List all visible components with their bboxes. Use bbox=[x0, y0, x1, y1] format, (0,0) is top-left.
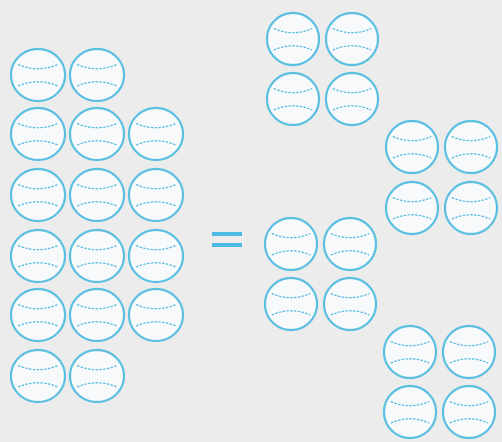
baseball-icon bbox=[326, 13, 378, 65]
baseball-icon bbox=[384, 326, 436, 378]
equals-bar bbox=[212, 232, 242, 236]
baseball-icon bbox=[265, 218, 317, 270]
baseball-icon bbox=[445, 121, 497, 173]
baseball-icon bbox=[384, 386, 436, 438]
baseball-icon bbox=[11, 108, 65, 160]
baseball-icon bbox=[386, 182, 438, 234]
baseball-icon bbox=[11, 230, 65, 282]
baseball-icon bbox=[129, 230, 183, 282]
baseball-icon bbox=[129, 289, 183, 341]
baseball-icon bbox=[267, 13, 319, 65]
baseball-icon bbox=[324, 278, 376, 330]
equals-bar bbox=[212, 243, 242, 247]
baseball-icon bbox=[11, 169, 65, 221]
baseball-icon bbox=[129, 108, 183, 160]
baseball-icon bbox=[70, 289, 124, 341]
baseball-icon bbox=[11, 49, 65, 101]
baseball-icon bbox=[324, 218, 376, 270]
baseball-icon bbox=[11, 350, 65, 402]
baseball-icon bbox=[445, 182, 497, 234]
baseball-icon bbox=[70, 49, 124, 101]
baseball-icon bbox=[443, 386, 495, 438]
baseball-icon bbox=[70, 169, 124, 221]
baseball-icon bbox=[70, 108, 124, 160]
baseball-icon bbox=[265, 278, 317, 330]
baseball-icon bbox=[267, 73, 319, 125]
baseball-icon bbox=[443, 326, 495, 378]
baseball-icon bbox=[70, 350, 124, 402]
baseball-icon bbox=[326, 73, 378, 125]
baseball-icon bbox=[11, 289, 65, 341]
baseball-icon bbox=[129, 169, 183, 221]
baseball-icon bbox=[386, 121, 438, 173]
baseball-icon bbox=[70, 230, 124, 282]
